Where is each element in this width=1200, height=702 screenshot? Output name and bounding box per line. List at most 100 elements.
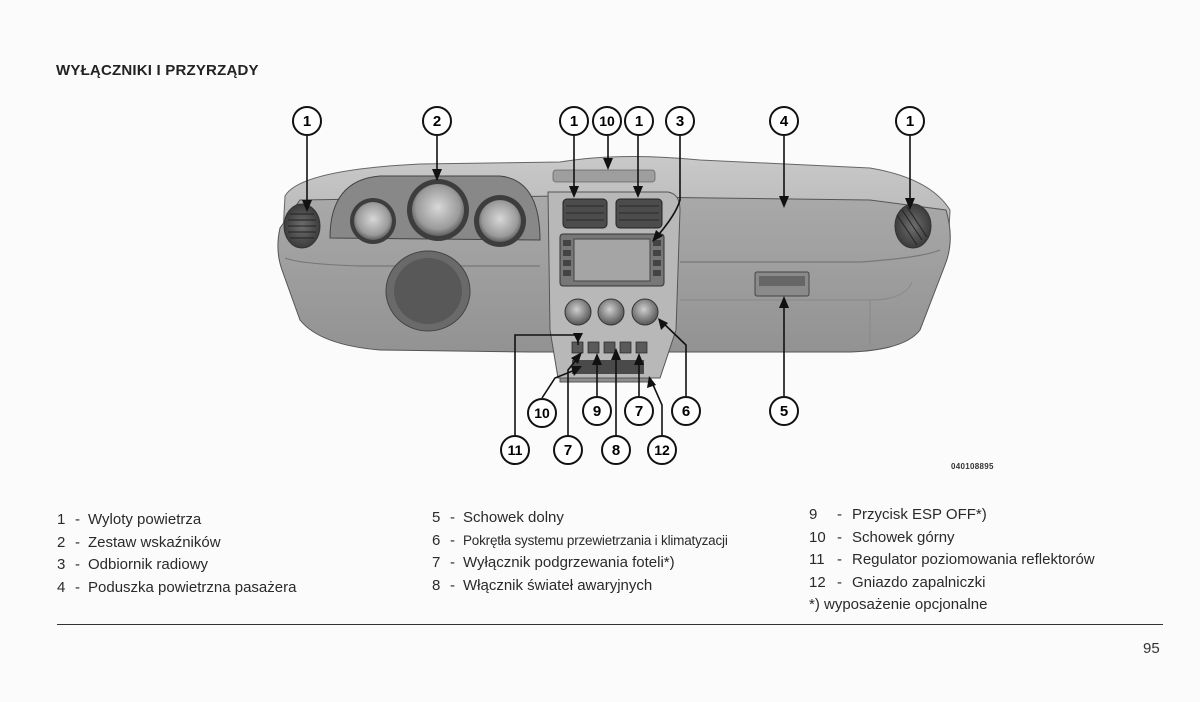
legend-label: Schowek dolny: [463, 509, 564, 526]
legend-label: Odbiornik radiowy: [88, 556, 209, 573]
callout-label: 1: [570, 113, 578, 130]
legend-separator: -: [837, 506, 842, 523]
callout-label: 3: [676, 113, 684, 130]
legend-number: 3: [57, 556, 66, 573]
callout-1-center-right: 1: [624, 106, 654, 136]
callout-label: 9: [593, 403, 601, 420]
callout-label: 7: [635, 403, 643, 420]
page-number: 95: [1143, 640, 1160, 657]
callout-label: 5: [780, 403, 788, 420]
callout-label: 10: [599, 113, 615, 129]
legend-item: 12-Gniazdo zapalniczki: [809, 572, 1095, 595]
callout-6: 6: [671, 396, 701, 426]
legend-separator: -: [450, 509, 455, 526]
legend-label: Schowek górny: [852, 528, 955, 546]
legend-item: 1-Wyloty powietrza: [57, 509, 296, 532]
section-title: WYŁĄCZNIKI I PRZYRZĄDY: [56, 62, 259, 79]
callout-11: 11: [500, 435, 530, 465]
callout-9: 9: [582, 396, 612, 426]
callout-7-left: 7: [553, 435, 583, 465]
callout-label: 12: [654, 442, 670, 458]
callout-label: 1: [635, 113, 643, 130]
legend-item: 11-Regulator poziomowania reflektorów: [809, 549, 1095, 572]
climate-knob-center: [597, 298, 625, 326]
callout-4: 4: [769, 106, 799, 136]
legend-number: 9: [809, 506, 818, 523]
climate-knob-left: [564, 298, 592, 326]
legend-separator: -: [450, 554, 455, 571]
callout-label: 7: [564, 442, 572, 459]
legend-number: 6: [432, 531, 441, 549]
callout-10-bottom: 10: [527, 398, 557, 428]
legend-label: Przycisk ESP OFF*): [852, 506, 987, 523]
legend-number: 8: [432, 576, 441, 594]
legend-separator: -: [450, 576, 455, 594]
callout-3: 3: [665, 106, 695, 136]
callout-2: 2: [422, 106, 452, 136]
legend-number: 11: [809, 551, 825, 568]
callout-label: 4: [780, 113, 789, 130]
callout-label: 6: [682, 403, 690, 420]
legend-number: 7: [432, 554, 441, 571]
callout-label: 2: [433, 113, 441, 130]
gauge-center: [407, 179, 469, 241]
legend-item: 8-Włącznik świateł awaryjnych: [432, 575, 728, 598]
legend-separator: -: [837, 528, 842, 546]
callout-1-left: 1: [292, 106, 322, 136]
legend-footnote: *) wyposażenie opcjonalne: [809, 596, 988, 613]
gauge-right: [474, 195, 526, 247]
arrowheads: [302, 158, 915, 388]
callout-1-right: 1: [895, 106, 925, 136]
legend-label: Wyloty powietrza: [88, 511, 202, 528]
legend-number: 5: [432, 509, 441, 526]
gauge-left: [350, 198, 396, 244]
legend-label: Wyłącznik podgrzewania foteli*): [463, 554, 675, 571]
callout-1-center-left: 1: [559, 106, 589, 136]
legend-column-2: 5-Schowek dolny 6-Pokrętła systemu przew…: [432, 507, 728, 597]
callout-8: 8: [601, 435, 631, 465]
callout-7-right: 7: [624, 396, 654, 426]
legend-number: 2: [57, 533, 66, 551]
legend-number: 12: [809, 573, 826, 591]
legend-separator: -: [837, 573, 842, 591]
legend-separator: -: [75, 578, 80, 596]
legend-item: 4-Poduszka powietrzna pasażera: [57, 577, 296, 600]
legend-separator: -: [75, 511, 80, 528]
figure-code: 040108895: [951, 462, 994, 471]
legend-item: 6-Pokrętła systemu przewietrzania i klim…: [432, 530, 728, 553]
legend-item: 7-Wyłącznik podgrzewania foteli*): [432, 552, 728, 575]
legend-separator: -: [75, 533, 80, 551]
callout-12: 12: [647, 435, 677, 465]
legend-item: 10-Schowek górny: [809, 527, 1095, 550]
legend-separator: -: [837, 551, 842, 568]
callout-10-top: 10: [592, 106, 622, 136]
legend-column-3: 9-Przycisk ESP OFF*) 10-Schowek górny 11…: [809, 504, 1095, 617]
callout-label: 10: [534, 405, 550, 421]
legend-label: Pokrętła systemu przewietrzania i klimat…: [463, 532, 728, 548]
callout-5: 5: [769, 396, 799, 426]
callout-label: 11: [508, 442, 523, 458]
legend-separator: -: [450, 531, 455, 549]
legend-number: 4: [57, 578, 66, 596]
legend-label: Poduszka powietrzna pasażera: [88, 578, 297, 596]
callouts: 1 2 1 10 1 3 4 1 10 9 7 6 5 11 7 8 12: [292, 106, 925, 465]
legend-label: Włącznik świateł awaryjnych: [463, 576, 653, 594]
legend-label: Zestaw wskaźników: [88, 533, 221, 551]
legend-separator: -: [75, 556, 80, 573]
legend-label: Regulator poziomowania reflektorów: [852, 551, 1095, 568]
callout-label: 8: [612, 442, 620, 459]
legend-number: 10: [809, 528, 826, 546]
legend-column-1: 1-Wyloty powietrza 2-Zestaw wskaźników 3…: [57, 509, 296, 599]
legend-item: 3-Odbiornik radiowy: [57, 554, 296, 577]
horizontal-rule: [57, 624, 1163, 625]
legend-item: 5-Schowek dolny: [432, 507, 728, 530]
legend-label: Gniazdo zapalniczki: [852, 573, 986, 591]
legend-item: 2-Zestaw wskaźników: [57, 532, 296, 555]
climate-knob-right: [631, 298, 659, 326]
switch-row: [571, 341, 648, 354]
legend-item: 9 -Przycisk ESP OFF*): [809, 504, 1095, 527]
callout-label: 1: [906, 113, 914, 130]
legend-number: 1: [57, 511, 66, 528]
callout-label: 1: [303, 113, 311, 130]
